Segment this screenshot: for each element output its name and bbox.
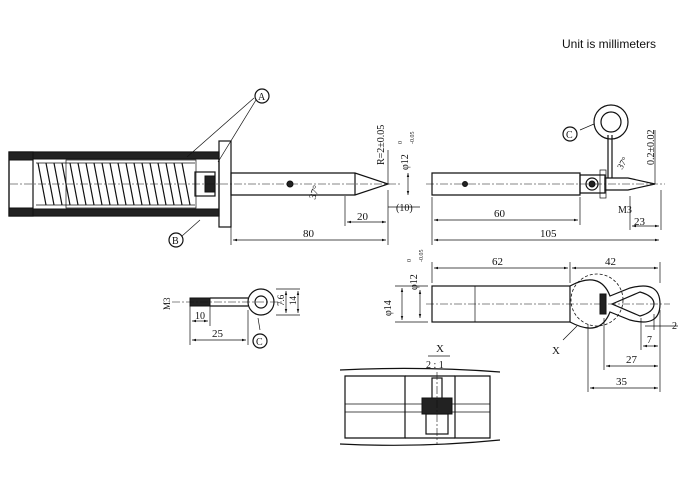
dim-10: 10 — [195, 311, 205, 322]
callout-a-label: A — [258, 92, 266, 103]
right-rod-tip — [604, 177, 656, 191]
callout-c-bottom — [252, 333, 268, 349]
dim-ref-10: (10) — [396, 203, 413, 214]
dim-20: 20 — [357, 211, 369, 223]
housing-wall-bottom — [32, 208, 220, 217]
callout-c-bottom-label: C — [256, 337, 263, 348]
dim-60: 60 — [494, 208, 506, 220]
callout-c-top — [562, 126, 578, 142]
thread-label-pin: M3 — [162, 297, 172, 310]
thread-label-right: M3 — [618, 205, 632, 216]
dim-14: 14 — [288, 296, 298, 306]
right-rod-view: C 0.2±0.02 37° M3 23 60 105 — [426, 104, 665, 245]
dim-7-6: 7.6 — [276, 294, 286, 306]
detail-section-right — [454, 375, 491, 439]
lock-pin-head — [585, 177, 599, 191]
dia-tol-bot-main: -0.05 — [410, 132, 416, 145]
dim-80: 80 — [303, 228, 315, 240]
callout-b — [168, 232, 184, 248]
angle-label-right: 37° — [615, 155, 630, 171]
bottom-rod-view: X 62 42 φ14 φ12 0 -0.05 2 7 27 35 — [383, 250, 678, 392]
dia-tol-bot-bottom: -0.05 — [419, 250, 425, 263]
dia-tol-top-main: 0 — [398, 141, 404, 144]
callout-a — [254, 88, 270, 104]
dim-25: 25 — [212, 328, 224, 340]
angle-label-main: 37° — [307, 184, 322, 201]
unit-note: Unit is millimeters — [562, 37, 657, 51]
callout-b-leader — [181, 219, 201, 237]
dim-42: 42 — [605, 256, 616, 268]
callout-b-label: B — [172, 236, 179, 247]
dia-tol-top-bottom: 0 — [407, 259, 413, 262]
main-assembly-view: 37° A B 80 20 (10) R=2±0.05 φ12 0 -0.05 — [8, 88, 420, 248]
view-x-callout: X — [552, 345, 560, 357]
diameter-12: φ12 — [409, 274, 420, 290]
diameter-label-main: φ12 — [400, 154, 411, 170]
pin-view: M3 10 25 7.6 14 C — [162, 288, 300, 349]
dim-27: 27 — [626, 354, 638, 366]
detail-x-marker — [570, 273, 624, 327]
dim-2: 2 — [672, 321, 677, 332]
dim-35: 35 — [616, 376, 628, 388]
tolerance-label: 0.2±0.02 — [646, 130, 657, 166]
detail-section-left — [344, 375, 406, 439]
plunger-rod — [230, 172, 390, 196]
dim-62: 62 — [492, 256, 503, 268]
callout-c-top-label: C — [566, 130, 573, 141]
detail-label: X — [436, 343, 444, 355]
diameter-14: φ14 — [383, 300, 394, 316]
detail-x-view: X 2 : 1 — [339, 343, 501, 446]
dim-105: 105 — [540, 228, 557, 240]
radius-label: R=2±0.05 — [376, 125, 387, 165]
right-rod-body — [431, 172, 581, 196]
dim-7: 7 — [647, 335, 652, 346]
callout-a-leader — [186, 97, 255, 158]
pull-ring — [593, 104, 629, 140]
dim-23: 23 — [634, 216, 646, 228]
detail-scale: 2 : 1 — [426, 360, 444, 371]
rod-hole — [286, 180, 294, 188]
